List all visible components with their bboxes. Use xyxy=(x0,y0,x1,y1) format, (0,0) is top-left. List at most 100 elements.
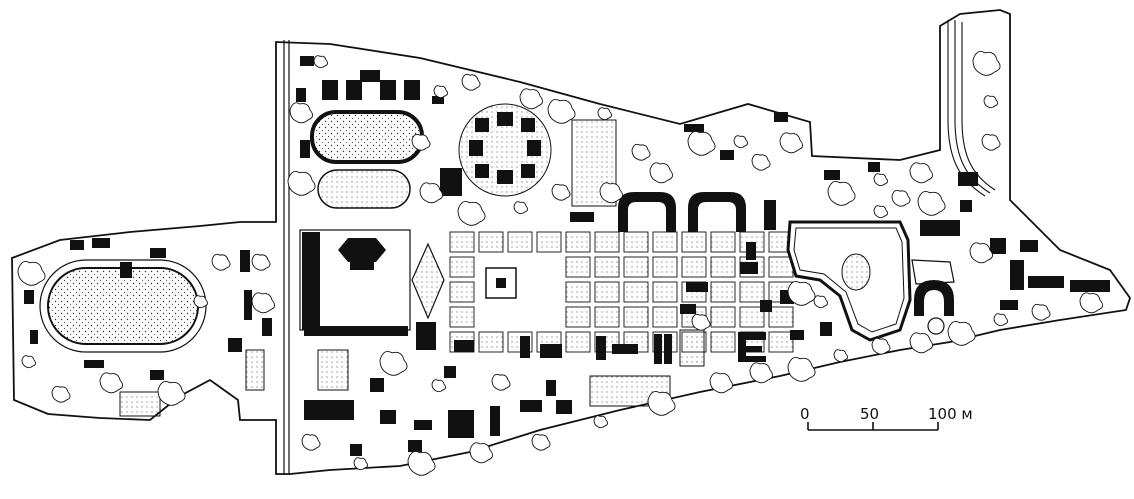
city-block xyxy=(623,231,649,253)
tree-cluster xyxy=(251,253,271,271)
tree-cluster xyxy=(687,131,716,156)
tree-cluster xyxy=(51,385,71,403)
tree-cluster xyxy=(491,373,511,391)
tree-cluster xyxy=(379,351,408,376)
tree-cluster xyxy=(513,201,528,215)
tree-cluster xyxy=(993,313,1008,327)
tree-cluster xyxy=(983,95,998,109)
round-pavilion xyxy=(914,280,954,335)
tree-cluster xyxy=(289,102,313,124)
tree-cluster xyxy=(749,362,773,384)
city-block xyxy=(652,231,678,253)
city-block xyxy=(652,256,678,278)
tree-cluster xyxy=(969,242,993,264)
tree-cluster xyxy=(547,99,576,124)
lake xyxy=(786,220,955,342)
scale-bar: 0 50 100 м xyxy=(800,405,973,431)
city-block xyxy=(449,306,475,328)
tree-cluster xyxy=(891,189,911,207)
tree-cluster xyxy=(519,88,543,110)
city-block xyxy=(565,306,591,328)
tree-cluster xyxy=(787,357,816,382)
building xyxy=(440,168,462,196)
tree-cluster xyxy=(211,253,231,271)
tree-cluster xyxy=(313,55,328,69)
tree-cluster xyxy=(631,143,651,161)
tree-cluster xyxy=(251,292,275,314)
tree-cluster xyxy=(917,191,946,216)
scale-tick-0: 0 xyxy=(800,405,810,423)
city-block xyxy=(710,331,736,353)
tree-cluster xyxy=(353,457,368,471)
railway-left xyxy=(283,40,290,475)
tree-cluster xyxy=(779,132,803,154)
city-block xyxy=(652,281,678,303)
tree-cluster xyxy=(947,321,976,346)
city-block xyxy=(536,231,562,253)
city-block xyxy=(449,281,475,303)
tree-cluster xyxy=(419,182,443,204)
city-block xyxy=(710,231,736,253)
city-block xyxy=(594,306,620,328)
city-block xyxy=(449,256,475,278)
city-block xyxy=(623,281,649,303)
scale-tick-50: 50 xyxy=(860,405,879,423)
tree-cluster xyxy=(411,133,431,151)
site-boundary xyxy=(11,9,1131,475)
city-block xyxy=(739,281,765,303)
tree-cluster xyxy=(407,451,436,476)
octagonal-pavilion xyxy=(458,103,552,197)
city-block xyxy=(594,256,620,278)
tree-cluster xyxy=(597,107,612,121)
buildings xyxy=(24,56,1110,456)
scale-tick-100: 100 м xyxy=(928,405,973,423)
tree-cluster xyxy=(157,381,186,406)
city-block xyxy=(623,306,649,328)
tree-cluster xyxy=(1079,292,1103,314)
tree-cluster xyxy=(531,433,551,451)
tree-cluster xyxy=(873,173,888,187)
tree-cluster xyxy=(691,313,711,331)
tree-cluster xyxy=(433,85,448,99)
tree-cluster xyxy=(99,372,123,394)
tree-cluster xyxy=(647,391,676,416)
city-block xyxy=(768,331,794,353)
tree-cluster xyxy=(972,51,1001,76)
tree-cluster xyxy=(751,153,771,171)
tree-cluster xyxy=(981,133,1001,151)
tree-cluster xyxy=(301,433,321,451)
city-block xyxy=(594,281,620,303)
tree-cluster xyxy=(457,201,486,226)
tree-cluster xyxy=(1031,303,1051,321)
tree-cluster xyxy=(833,349,848,363)
city-block xyxy=(739,306,765,328)
tree-cluster xyxy=(21,355,36,369)
city-block xyxy=(623,256,649,278)
city-block xyxy=(478,231,504,253)
city-block xyxy=(565,281,591,303)
tree-cluster xyxy=(551,183,571,201)
tree-cluster xyxy=(873,205,888,219)
tree-cluster xyxy=(909,162,933,184)
city-block xyxy=(565,231,591,253)
tree-cluster xyxy=(469,442,493,464)
tree-cluster xyxy=(649,162,673,184)
city-block xyxy=(768,256,794,278)
city-block xyxy=(478,331,504,353)
tree-cluster xyxy=(593,415,608,429)
tree-cluster xyxy=(17,261,46,286)
tree-cluster xyxy=(461,73,481,91)
park-areas xyxy=(119,119,705,417)
tree-cluster xyxy=(909,332,933,354)
city-block xyxy=(768,306,794,328)
city-block xyxy=(565,256,591,278)
tree-cluster xyxy=(871,337,891,355)
central-square-core xyxy=(496,278,506,288)
city-block xyxy=(710,306,736,328)
city-block xyxy=(710,256,736,278)
city-block xyxy=(594,231,620,253)
tree-cluster xyxy=(827,181,856,206)
city-block xyxy=(681,256,707,278)
central-complex xyxy=(299,229,411,336)
